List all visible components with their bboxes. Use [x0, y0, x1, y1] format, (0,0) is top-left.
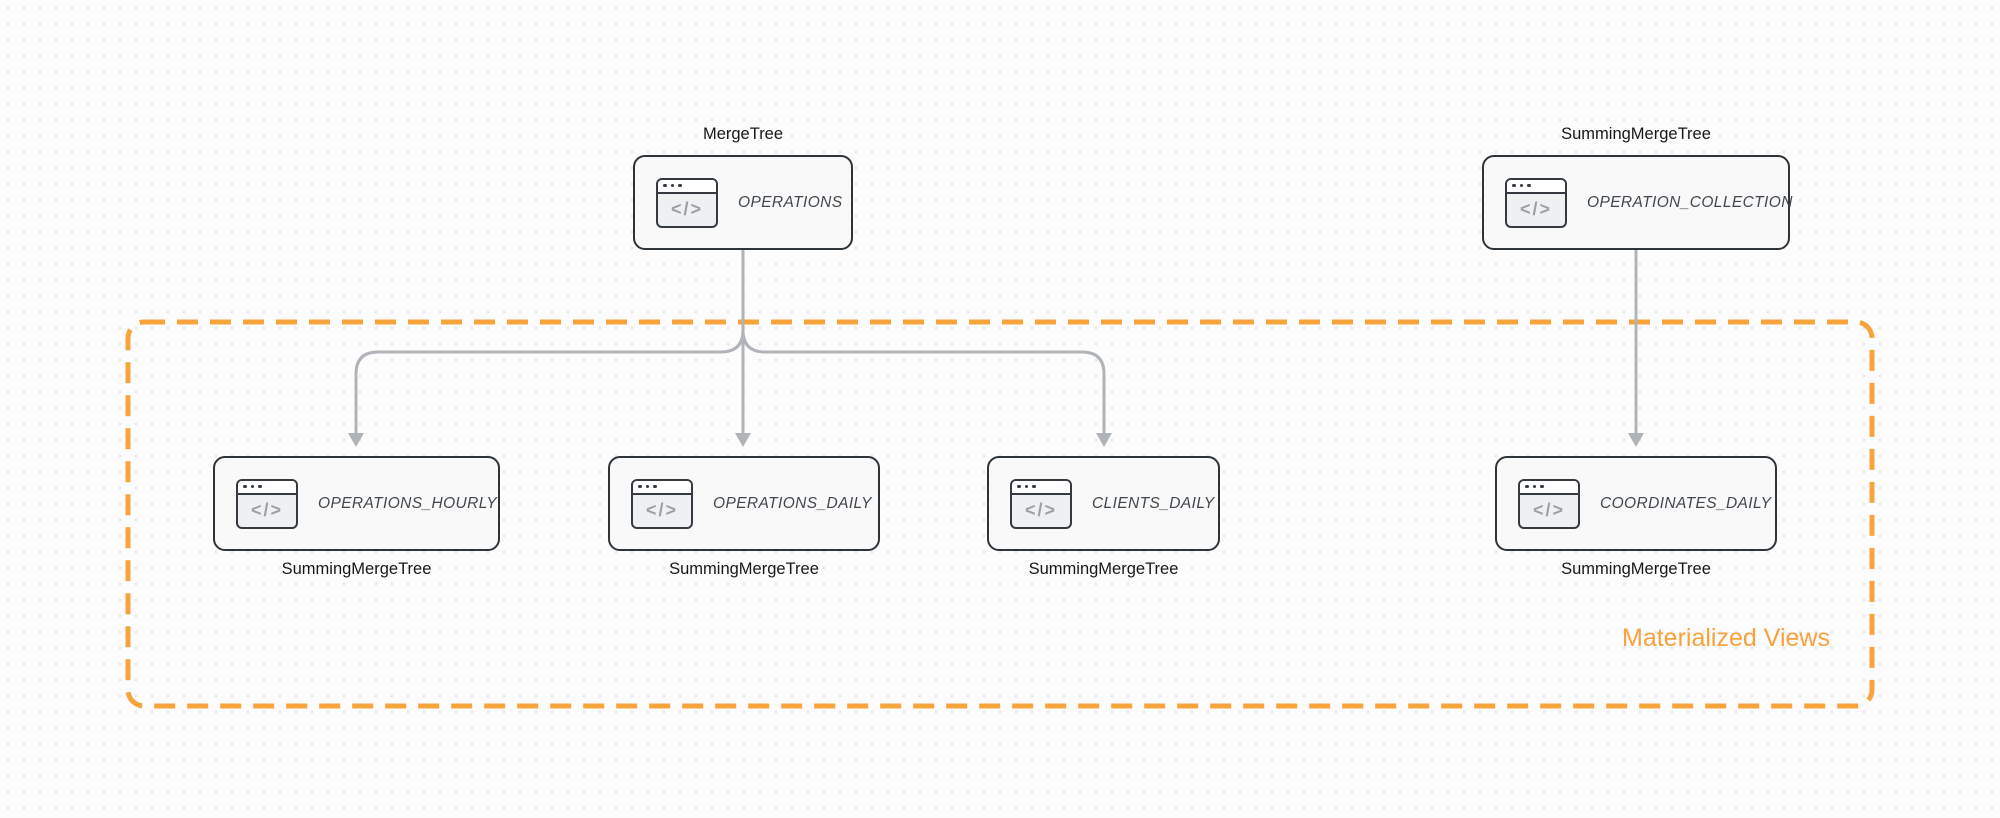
- window-dots-icon: [1507, 179, 1565, 194]
- code-window-icon: </>: [656, 177, 718, 228]
- code-glyph: </>: [645, 500, 679, 520]
- edge-operation-collection-to-coordinates-daily[interactable]: [1628, 248, 1644, 447]
- edge-operations-to-operations-hourly[interactable]: [348, 328, 745, 447]
- code-window-icon: </>: [236, 478, 298, 529]
- window-dots-icon: [658, 179, 716, 194]
- engine-label: SummingMergeTree: [1028, 560, 1179, 578]
- window-dots-icon: [633, 480, 691, 495]
- arrowhead-icon: [735, 433, 751, 447]
- window-dots-icon: [1520, 480, 1578, 495]
- table-node-clients-daily: </> CLIENTS_DAILY SummingMergeTree: [987, 456, 1220, 578]
- code-glyph: </>: [670, 199, 704, 219]
- code-glyph: </>: [1519, 199, 1553, 219]
- node-title: OPERATION_COLLECTION: [1587, 193, 1793, 211]
- code-window-icon: </>: [1505, 177, 1567, 228]
- node-title: COORDINATES_DAILY: [1600, 494, 1772, 512]
- node-box-operations-daily[interactable]: </> OPERATIONS_DAILY: [608, 456, 880, 551]
- node-title: OPERATIONS_HOURLY: [318, 494, 498, 512]
- engine-label: SummingMergeTree: [1561, 125, 1711, 143]
- code-glyph: </>: [1024, 500, 1058, 520]
- edge-operations-to-clients-daily[interactable]: [741, 328, 1112, 447]
- engine-label: SummingMergeTree: [1561, 560, 1711, 578]
- engine-label: SummingMergeTree: [669, 560, 819, 578]
- code-window-icon: </>: [631, 478, 693, 529]
- arrowhead-icon: [348, 433, 364, 447]
- node-title: OPERATIONS_DAILY: [713, 494, 872, 512]
- node-title: OPERATIONS: [738, 193, 843, 211]
- code-window-icon: </>: [1518, 478, 1580, 529]
- arrowhead-icon: [1628, 433, 1644, 447]
- edge-operations-to-operations-daily[interactable]: [735, 248, 751, 447]
- window-dots-icon: [238, 480, 296, 495]
- node-box-clients-daily[interactable]: </> CLIENTS_DAILY: [987, 456, 1220, 551]
- table-node-coordinates-daily: </> COORDINATES_DAILY SummingMergeTree: [1495, 456, 1777, 578]
- table-node-operation-collection: SummingMergeTree </> OPERATION_COLLECTIO…: [1482, 125, 1793, 250]
- node-box-operations-hourly[interactable]: </> OPERATIONS_HOURLY: [213, 456, 500, 551]
- code-window-icon: </>: [1010, 478, 1072, 529]
- node-box-operations[interactable]: </> OPERATIONS: [633, 155, 853, 250]
- code-glyph: </>: [250, 500, 284, 520]
- code-glyph: </>: [1532, 500, 1566, 520]
- node-box-coordinates-daily[interactable]: </> COORDINATES_DAILY: [1495, 456, 1777, 551]
- materialized-views-group-label[interactable]: Materialized Views: [1622, 624, 1830, 652]
- arrowhead-icon: [1096, 433, 1112, 447]
- node-title: CLIENTS_DAILY: [1092, 494, 1215, 512]
- table-node-operations-hourly: </> OPERATIONS_HOURLY SummingMergeTree: [213, 456, 500, 578]
- window-dots-icon: [1012, 480, 1070, 495]
- table-node-operations: MergeTree </> OPERATIONS: [633, 125, 853, 250]
- engine-label: MergeTree: [702, 125, 784, 143]
- table-node-operations-daily: </> OPERATIONS_DAILY SummingMergeTree: [608, 456, 880, 578]
- engine-label: SummingMergeTree: [281, 560, 432, 578]
- node-box-operation-collection[interactable]: </> OPERATION_COLLECTION: [1482, 155, 1793, 250]
- materialized-views-group-outline[interactable]: [125, 319, 1875, 709]
